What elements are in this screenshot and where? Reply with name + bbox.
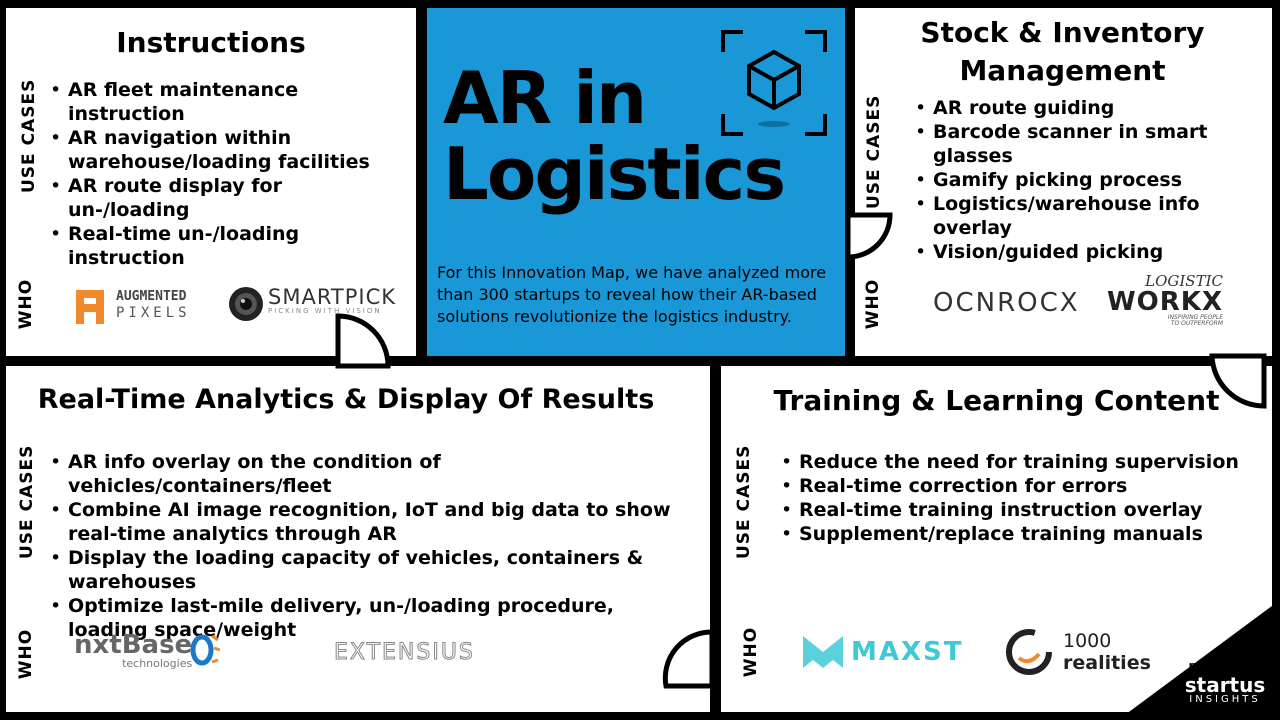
insights-text: INSIGHTS bbox=[1189, 694, 1261, 705]
workx-tagline: INSPIRING PEOPLE bbox=[1167, 314, 1223, 321]
list-item: Vision/guided picking bbox=[915, 240, 1255, 264]
who-label: WHO bbox=[16, 628, 36, 680]
list-item: Optimize last-mile delivery, un-/loading… bbox=[50, 594, 700, 642]
list-item: AR route display for un-/loading bbox=[50, 174, 410, 222]
realities-text: realities bbox=[1063, 652, 1151, 674]
startus-brand: powered by startus INSIGHTS bbox=[1180, 660, 1270, 705]
instructions-title: Instructions bbox=[116, 26, 306, 59]
use-cases-label: USE CASES bbox=[734, 444, 754, 559]
ocnroc-logo: OCNROCX bbox=[933, 288, 1080, 318]
list-item: Gamify picking process bbox=[915, 168, 1255, 192]
analytics-list: AR info overlay on the condition of vehi… bbox=[50, 450, 700, 642]
analytics-panel: Real-Time Analytics & Display Of Results… bbox=[6, 366, 710, 712]
instructions-list: AR fleet maintenance instruction AR navi… bbox=[50, 78, 410, 270]
list-item: Real-time un-/loading instruction bbox=[50, 222, 410, 270]
stock-list: AR route guiding Barcode scanner in smar… bbox=[915, 96, 1255, 264]
augmented-pixels-text: PIXELS bbox=[116, 305, 191, 321]
list-item: AR fleet maintenance instruction bbox=[50, 78, 410, 126]
nxtbase-tagline: technologies bbox=[122, 656, 193, 670]
nxtbase-logo: nxtBase technologies bbox=[74, 628, 221, 672]
workx-text: WORKX bbox=[1107, 287, 1223, 317]
augmented-pixels-text: AUGMENTED bbox=[116, 289, 187, 304]
center-hero: AR in Logistics For this Innovation Map,… bbox=[427, 8, 845, 356]
title-line: Logistics bbox=[443, 132, 786, 216]
augmented-pixels-logo: AUGMENTED PIXELS bbox=[74, 284, 191, 326]
training-title: Training & Learning Content bbox=[773, 384, 1220, 417]
use-cases-label: USE CASES bbox=[19, 78, 39, 193]
analytics-title: Real-Time Analytics & Display Of Results bbox=[37, 384, 655, 415]
list-item: Display the loading capacity of vehicles… bbox=[50, 546, 700, 594]
camera-lens-icon bbox=[229, 287, 263, 321]
stock-title: Stock & Inventory Management bbox=[920, 16, 1205, 87]
title-line: AR in bbox=[443, 56, 647, 140]
list-item: Barcode scanner in smart glasses bbox=[915, 120, 1255, 168]
use-cases-label: USE CASES bbox=[17, 444, 37, 559]
1000-realities-icon bbox=[1006, 629, 1052, 675]
list-item: Real-time correction for errors bbox=[781, 474, 1251, 498]
who-label: WHO bbox=[16, 278, 36, 330]
maxst-logo: MAXST bbox=[801, 632, 964, 672]
use-cases-label: USE CASES bbox=[864, 94, 884, 209]
list-item: Supplement/replace training manuals bbox=[781, 522, 1251, 546]
extensius-logo: EXTENSIUS bbox=[334, 640, 475, 666]
stock-panel: Stock & Inventory Management USE CASES A… bbox=[855, 8, 1272, 356]
maxst-text: MAXST bbox=[851, 637, 964, 667]
ocnroc-text: OCNROCX bbox=[933, 288, 1080, 318]
smartpick-text: SMARTPICK bbox=[268, 285, 396, 309]
training-panel: Training & Learning Content USE CASES Re… bbox=[721, 366, 1272, 712]
cube-scan-icon bbox=[721, 30, 827, 136]
center-description: For this Innovation Map, we have analyze… bbox=[437, 263, 827, 326]
list-item: Real-time training instruction overlay bbox=[781, 498, 1251, 522]
1000-realities-logo: 1000 realities bbox=[1005, 628, 1151, 676]
startus-text: startus bbox=[1184, 673, 1266, 697]
powered-by-text: powered by bbox=[1188, 659, 1262, 672]
smartpick-tagline: PICKING WITH VISION bbox=[268, 307, 382, 315]
workx-tagline: TO OUTPERFORM bbox=[1170, 320, 1223, 327]
nxtbase-text: nxtBase bbox=[74, 629, 193, 660]
realities-text: 1000 bbox=[1063, 630, 1112, 652]
maxst-icon bbox=[803, 636, 843, 668]
page-title: AR in Logistics bbox=[443, 56, 786, 216]
list-item: AR navigation within warehouse/loading f… bbox=[50, 126, 410, 174]
list-item: Reduce the need for training supervision bbox=[781, 450, 1251, 474]
nxtbase-icon bbox=[190, 634, 221, 666]
smartpick-logo: SMARTPICK PICKING WITH VISION bbox=[228, 286, 396, 322]
list-item: AR route guiding bbox=[915, 96, 1255, 120]
extensius-text: EXTENSIUS bbox=[334, 640, 475, 666]
instructions-panel: Instructions USE CASES AR fleet maintena… bbox=[6, 8, 416, 356]
training-list: Reduce the need for training supervision… bbox=[781, 450, 1251, 546]
who-label: WHO bbox=[741, 626, 761, 678]
who-label: WHO bbox=[863, 278, 883, 330]
logistic-text: LOGISTIC bbox=[1145, 272, 1223, 290]
list-item: AR info overlay on the condition of vehi… bbox=[50, 450, 700, 498]
list-item: Logistics/warehouse info overlay bbox=[915, 192, 1255, 240]
logistic-workx-logo: LOGISTIC WORKX INSPIRING PEOPLE TO OUTPE… bbox=[1107, 274, 1223, 327]
list-item: Combine AI image recognition, IoT and bi… bbox=[50, 498, 700, 546]
augmented-pixels-icon bbox=[76, 290, 104, 324]
